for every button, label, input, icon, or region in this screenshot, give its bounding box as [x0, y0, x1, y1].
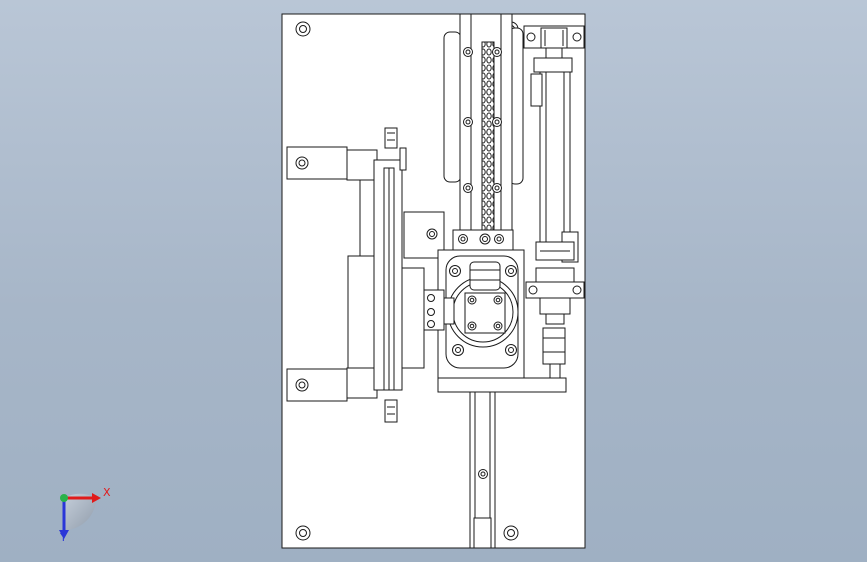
y-axis-arrowhead-icon — [59, 530, 69, 539]
bottom-slide-bar[interactable] — [437, 377, 567, 549]
chain-slide-rail[interactable] — [443, 13, 524, 251]
reference-triad: X Y — [59, 486, 111, 544]
left-bracket-assembly[interactable] — [286, 127, 445, 423]
x-axis-label: X — [103, 486, 111, 499]
y-axis-label: Y — [59, 531, 67, 544]
rotary-clamp-head[interactable] — [423, 249, 525, 379]
pneumatic-cylinder[interactable] — [523, 25, 585, 379]
triad-origin-icon — [60, 494, 68, 502]
x-axis-arrowhead-icon — [92, 493, 101, 503]
mounting-hole-icon — [295, 21, 311, 37]
mounting-hole-icon — [503, 525, 519, 541]
mounting-hole-icon — [295, 525, 311, 541]
